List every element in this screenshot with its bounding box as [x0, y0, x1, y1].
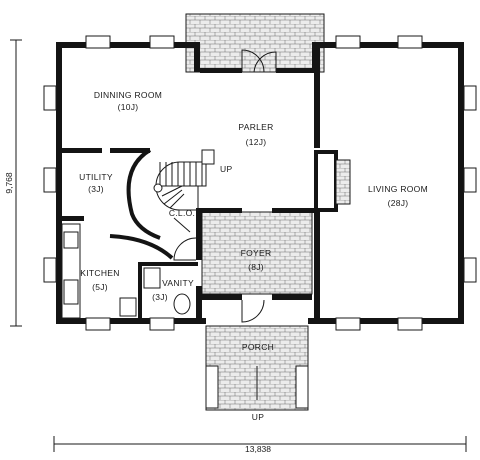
clo-name: C.L.O.	[169, 208, 195, 218]
kitchen-name: KITCHEN	[80, 268, 119, 278]
parler-wall-top-right	[276, 68, 318, 73]
windows-top	[85, 35, 423, 49]
height-dimension-line	[10, 39, 22, 327]
foyer-floor	[201, 211, 313, 295]
exterior-wall-top-left	[56, 42, 196, 48]
toilet	[173, 293, 191, 315]
porch-step-right	[295, 365, 309, 409]
kitchen-counter	[61, 223, 81, 319]
exterior-wall-left	[56, 42, 62, 324]
width-dimension-label: 13,838	[245, 444, 271, 454]
vanity-size: (3J)	[152, 292, 168, 302]
porch-step-left	[205, 365, 219, 409]
exterior-wall-bottom-left	[56, 318, 206, 324]
kitchen-sink	[63, 279, 79, 305]
vanity-wall-top	[140, 262, 198, 266]
vanity-door	[173, 237, 197, 261]
utility-name: UTILITY	[79, 172, 113, 182]
foyer-wall-left-lower	[196, 286, 202, 324]
kitchen-vanity-wall	[138, 262, 142, 322]
parler-size: (12J)	[246, 137, 267, 147]
foyer-size: (8J)	[248, 262, 264, 272]
exterior-wall-right	[458, 42, 464, 324]
front-door-jamb-left	[202, 294, 242, 300]
windows-bottom	[85, 317, 423, 331]
parler-name: PARLER	[238, 122, 273, 132]
width-dimension-line	[53, 436, 467, 452]
windows-left	[43, 85, 57, 283]
porch-steps-up-label: UP	[252, 412, 264, 422]
living-room-wall-upper	[314, 42, 320, 148]
terrace-wall-left	[194, 42, 200, 72]
rear-terrace	[185, 13, 325, 73]
dinning-room-name: DINNING ROOM	[94, 90, 162, 100]
height-dimension-label: 9,768	[4, 172, 14, 194]
living-room-wall-lower	[314, 212, 320, 324]
foyer-wall-top-right	[272, 208, 314, 213]
dining-utility-wall	[56, 148, 102, 153]
stair-hall-wall	[110, 148, 150, 153]
living-room-size: (28J)	[388, 198, 409, 208]
exterior-wall-top-right	[314, 42, 464, 48]
front-door-jamb-right	[272, 294, 312, 300]
main-stair-up-label: UP	[220, 164, 232, 174]
fireplace-hearth	[335, 159, 351, 205]
utility-arch	[126, 148, 161, 240]
windows-right	[463, 85, 477, 283]
rear-door	[241, 49, 277, 73]
utility-size: (3J)	[88, 184, 104, 194]
kitchen-cabinet	[119, 297, 137, 317]
fireplace	[314, 150, 338, 212]
kitchen-size: (5J)	[92, 282, 108, 292]
living-room-name: LIVING ROOM	[368, 184, 428, 194]
porch-name: PORCH	[242, 342, 274, 352]
front-door	[241, 299, 265, 323]
stove	[63, 231, 79, 249]
main-staircase	[153, 149, 215, 211]
parler-wall-top-left	[200, 68, 242, 73]
exterior-wall-bottom-right	[308, 318, 464, 324]
foyer-wall-top-left	[200, 208, 242, 213]
foyer-name: FOYER	[241, 248, 272, 258]
dinning-room-size: (10J)	[118, 102, 139, 112]
foyer-wall-left-upper	[196, 208, 202, 260]
kitchen-arch	[109, 234, 174, 260]
vanity-name: VANITY	[162, 278, 194, 288]
vanity-sink	[143, 267, 161, 289]
clo-door	[173, 217, 191, 233]
utility-kitchen-wall	[56, 216, 84, 221]
